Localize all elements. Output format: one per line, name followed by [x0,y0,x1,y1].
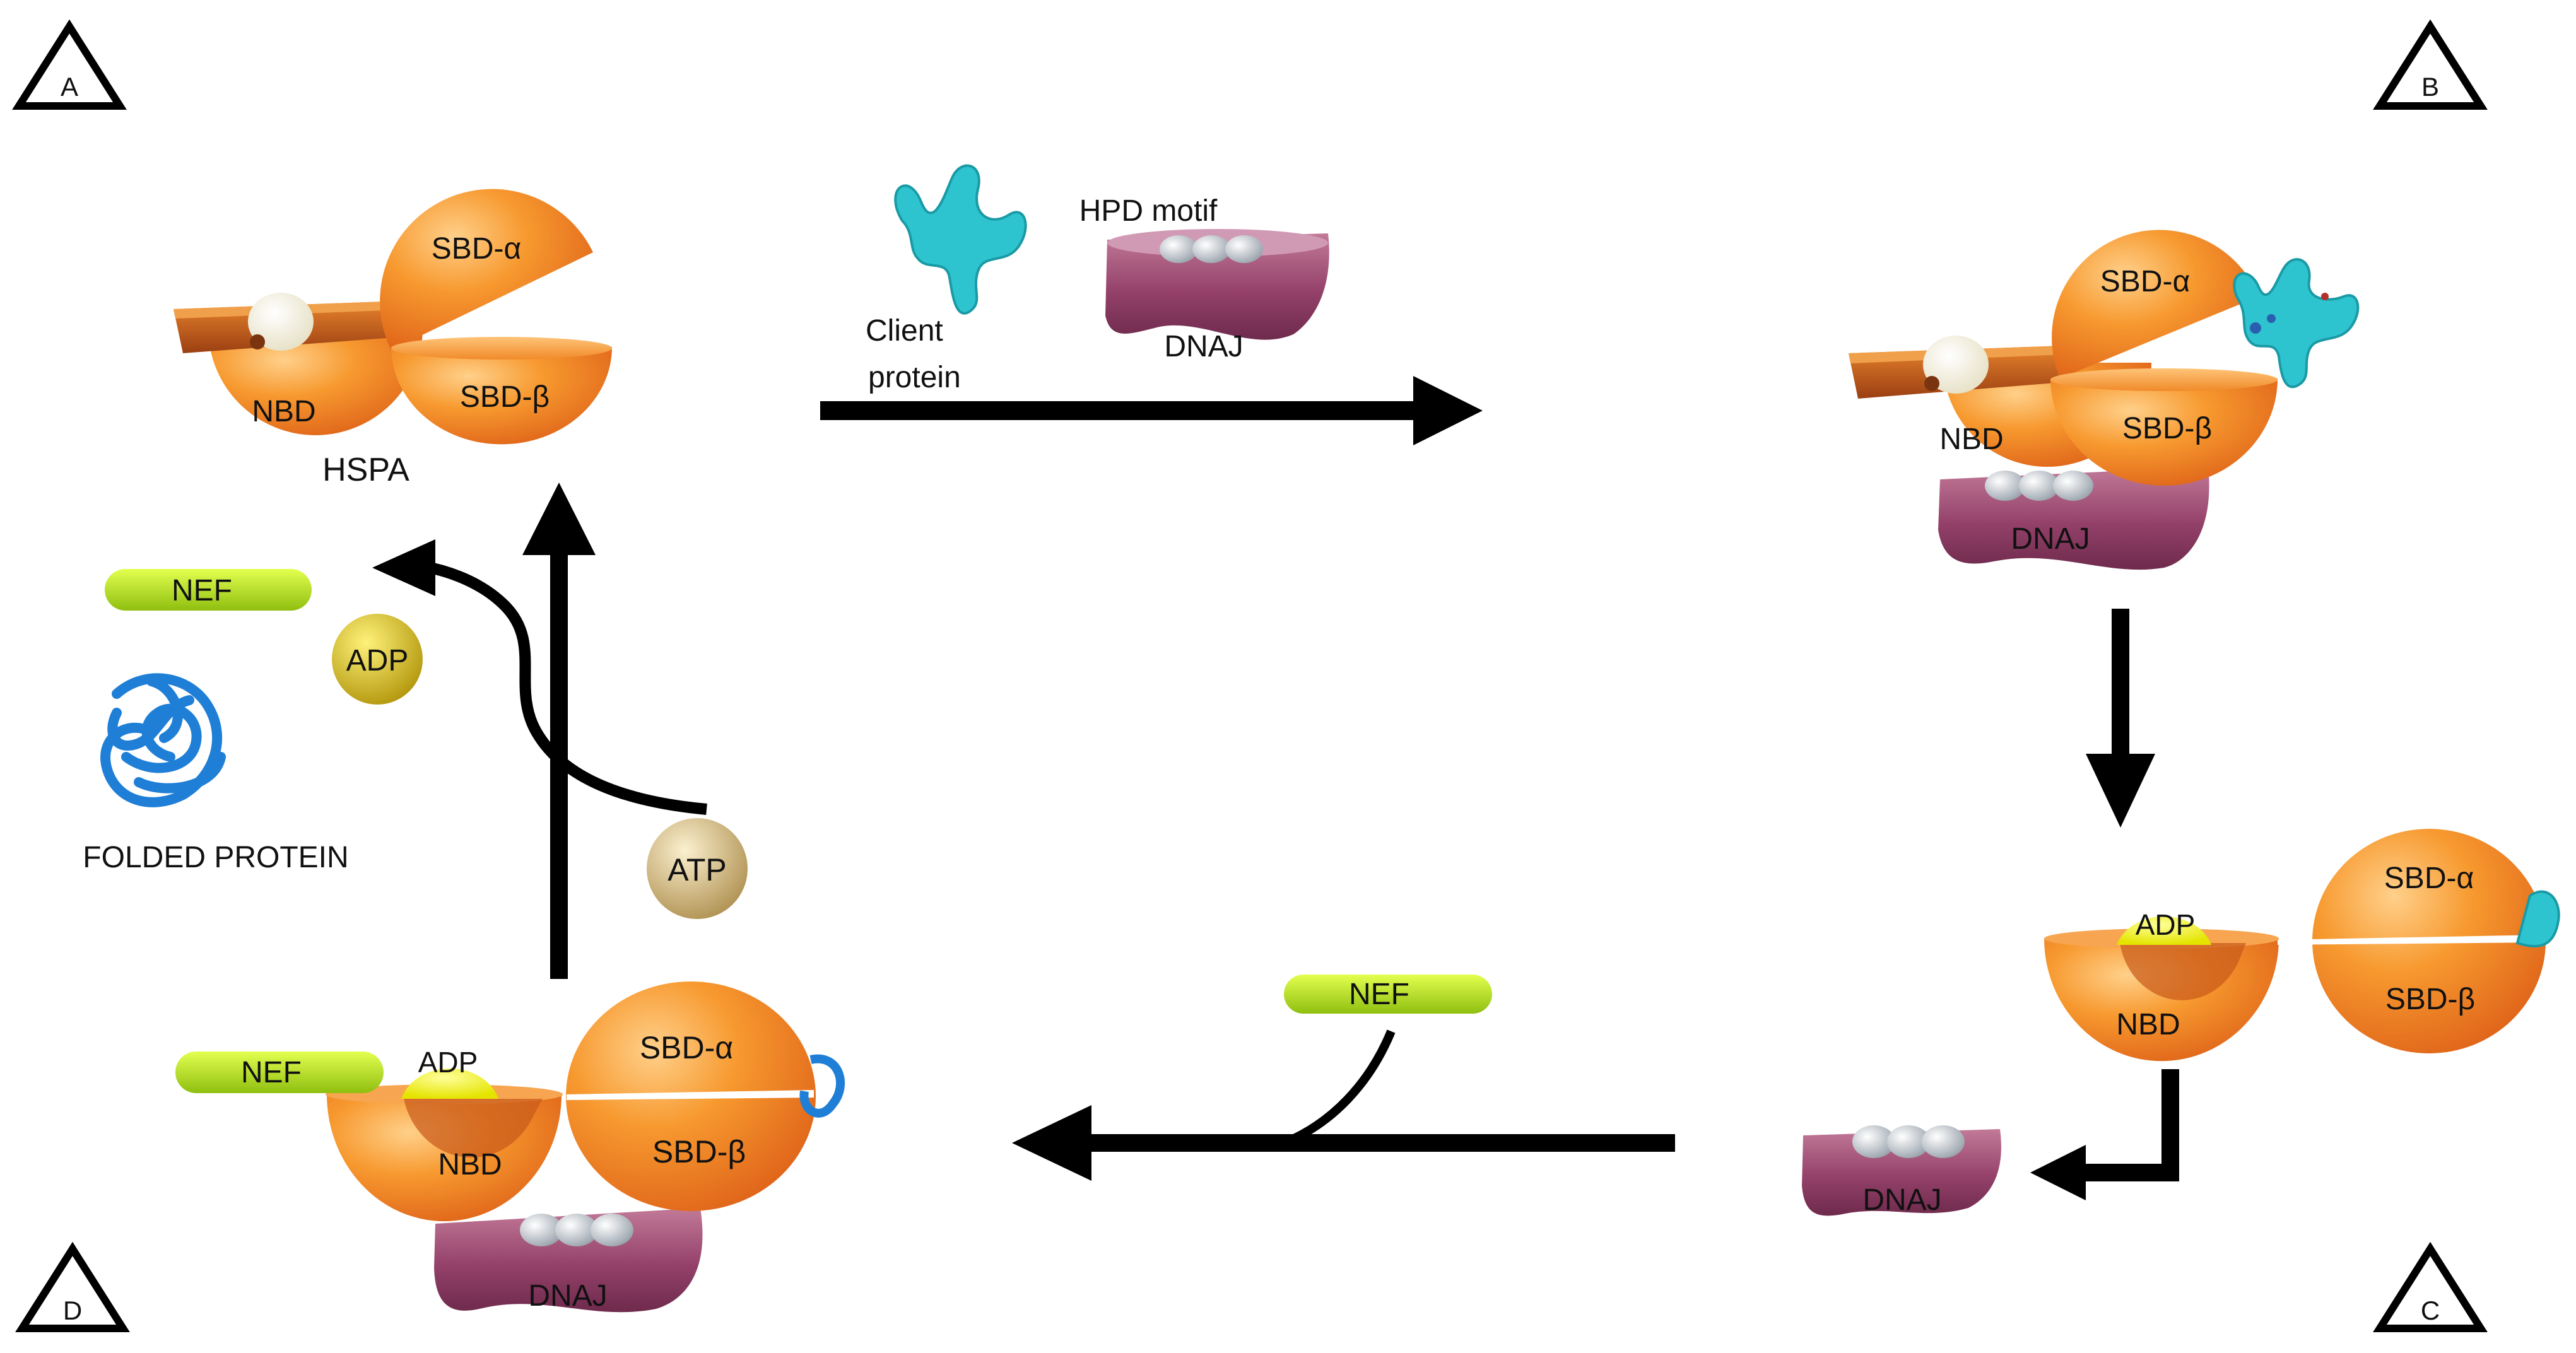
corner-label-d: D [63,1296,82,1325]
transition-c-to-d: NEF [1012,975,1675,1181]
adp-label: ADP [346,644,409,677]
client-label-line2: protein [868,361,961,394]
nef-label: NEF [1349,978,1409,1011]
transition-a-to-b: Client protein HPD motif DNAJ [820,164,1483,445]
panel-c-complex: ADP NBD SBD-α SBD-β [2044,829,2560,1062]
dnaj-label: DNAJ [2011,522,2090,556]
arrow-release-dnaj [2030,1069,2179,1200]
dnaj-label: DNAJ [1862,1183,1941,1217]
sbd-beta-domain [2050,378,2278,486]
folded-protein-tail [799,1054,845,1118]
nbd-label: NBD [438,1148,502,1181]
nucleotide-bead [248,293,314,351]
adp-ball [332,614,423,705]
dnaj-shape [434,1208,703,1313]
sbd-alpha-label: SBD-α [432,232,521,266]
nbd-label: NBD [252,395,315,428]
client-label-line1: Client [866,314,943,348]
transition-d-to-a: NEF ADP ATP FOLDED PROTEIN [83,483,748,979]
sbd-alpha-lid [2052,230,2259,378]
sbd-beta-label: SBD-β [2385,983,2475,1016]
nef-pill [105,569,312,611]
client-protein-shape [894,164,1027,315]
nef-label: NEF [241,1056,302,1089]
hpd-motif-beads [1985,471,2093,501]
client-protein-shape [2233,258,2360,389]
sbd-alpha-label: SBD-α [2384,862,2474,895]
hpd-motif-label: HPD motif [1079,194,1218,228]
nef-pill [175,1051,384,1093]
adp-cap [2117,917,2211,945]
corner-marker-a: A [12,19,127,110]
panel-b-complex: DNAJ SBD-α SBD-β NBD [1849,230,2360,570]
corner-label-a: A [61,72,78,102]
panel-d-complex: DNAJ NEF ADP NBD SBD-α SBD-β [175,981,845,1313]
corner-marker-c: C [2373,1241,2488,1332]
dnaj-label: DNAJ [1164,330,1243,363]
hspa-label: HSPA [322,452,409,488]
corner-label-c: C [2421,1296,2440,1325]
folded-protein-label: FOLDED PROTEIN [83,841,348,874]
sbd-beta-label: SBD-β [460,380,550,414]
sbd-alpha-label: SBD-α [2100,265,2190,298]
sbd-beta-label: SBD-β [652,1134,746,1169]
sbd-beta-domain [391,347,612,445]
sbd-beta-label: SBD-β [2122,412,2212,445]
folded-protein-shape [100,673,226,807]
released-dnaj: DNAJ [1802,1125,2001,1217]
corner-marker-d: D [15,1241,130,1332]
adp-label: ADP [2136,908,2196,941]
client-protein-tail [2515,890,2560,947]
hpd-motif-beads [1852,1125,1965,1158]
nef-label: NEF [172,574,232,607]
arrow-b-to-c [2086,609,2155,828]
adp-cap [401,1068,498,1099]
panel-a-hspa: SBD-α SBD-β NBD HSPA [173,189,612,488]
adp-label: ADP [418,1046,478,1079]
sbd-alpha-label: SBD-α [640,1030,733,1065]
nucleotide-bead [1923,336,1989,394]
atp-label: ATP [668,852,727,887]
sbd-alpha-lid [380,189,593,350]
nbd-label: NBD [1939,423,2003,456]
dnaj-shape [1105,233,1329,340]
nef-pill [1284,975,1492,1014]
corner-label-b: B [2421,72,2439,102]
dnaj-label: DNAJ [528,1279,607,1313]
corner-marker-b: B [2373,19,2488,110]
arrow-a-to-b [820,376,1483,445]
hpd-motif-beads [1160,235,1263,263]
nbd-label: NBD [2116,1008,2180,1041]
atp-ball [647,818,748,919]
hpd-motif-beads [520,1214,633,1246]
nbd-domain [208,328,423,435]
